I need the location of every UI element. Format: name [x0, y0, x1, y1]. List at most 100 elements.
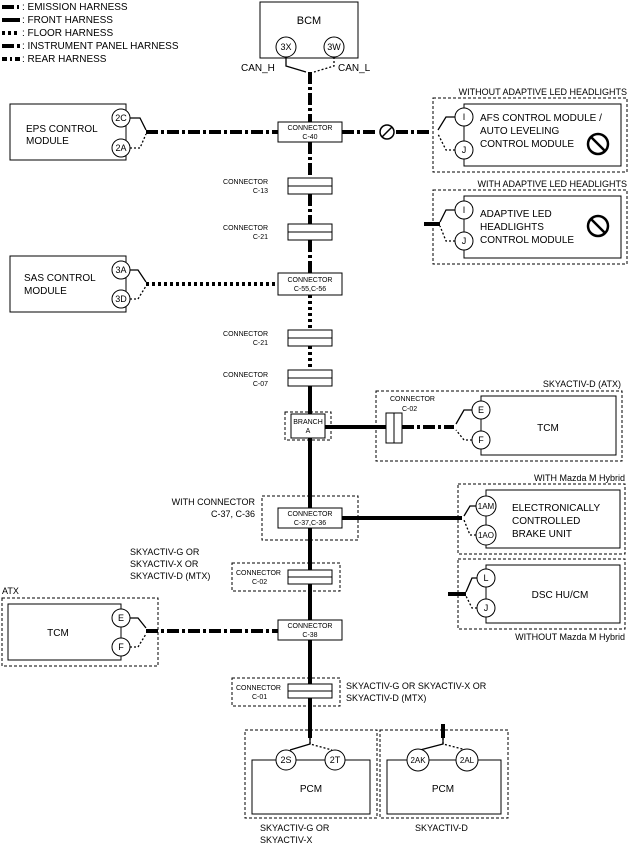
tcm-right-pin-e-label: E — [478, 405, 484, 415]
c55-label-1: CONNECTOR — [288, 277, 333, 284]
pcm2-pin-2ak-label: 2AK — [410, 756, 426, 765]
eps-control-module: EPS CONTROL MODULE 2C 2A — [9, 103, 278, 161]
tcm-right-box — [480, 395, 617, 456]
pcm1-pin-2s — [275, 749, 297, 771]
c21b-label-1: CONNECTOR — [223, 331, 268, 338]
connector-c01: CONNECTOR C-01 SKYACTIV-G OR SKYACTIV-X … — [231, 677, 487, 707]
tcm-right-dashed-frame — [375, 390, 623, 462]
eps-label-2: MODULE — [26, 136, 69, 147]
sas-pin-3a-label: 3A — [115, 265, 126, 275]
c07-label-2: C-07 — [253, 381, 268, 388]
pcm2-condition: SKYACTIV-D — [415, 823, 468, 833]
adaptive-pin-i-label: I — [463, 205, 466, 215]
c02-tcm-label-1: CONNECTOR — [390, 396, 435, 403]
can-l-label: CAN_L — [338, 63, 371, 74]
legend-label-rear: : REAR HARNESS — [22, 54, 107, 65]
c02-condition-3: SKYACTIV-D (MTX) — [130, 571, 210, 581]
afs-label-2: AUTO LEVELING — [480, 126, 560, 137]
tcm-right-label: TCM — [537, 423, 559, 434]
pcm2-pin-2al-label: 2AL — [460, 756, 475, 765]
adaptive-label-2: HEADLIGHTS — [480, 222, 544, 233]
sas-control-module: SAS CONTROL MODULE 3A 3D — [9, 255, 278, 313]
c55-label-2: C-55,C-56 — [294, 286, 326, 293]
legend-label-floor: : FLOOR HARNESS — [22, 28, 113, 39]
pcm-skyactiv-g-x: 2S 2T PCM SKYACTIV-G OR SKYACTIV-X — [244, 729, 378, 845]
c21a-label-1: CONNECTOR — [223, 225, 268, 232]
c40-label-1: CONNECTOR — [288, 125, 333, 132]
adaptive-led-headlights-module: WITH ADAPTIVE LED HEADLIGHTS ADAPTIVE LE… — [424, 179, 628, 265]
pcm2-dashed-frame — [379, 729, 509, 819]
tcm-atx: ATX TCM E F — [1, 586, 278, 667]
c02-condition-1: SKYACTIV-G OR — [130, 547, 200, 557]
afs-condition: WITHOUT ADAPTIVE LED HEADLIGHTS — [459, 87, 627, 97]
c37-label-1: CONNECTOR — [288, 511, 333, 518]
ebu-label-3: BRAKE UNIT — [512, 529, 572, 540]
adaptive-condition: WITH ADAPTIVE LED HEADLIGHTS — [477, 179, 627, 189]
tcm-left-label: TCM — [47, 628, 69, 639]
c01-condition-1: SKYACTIV-G OR SKYACTIV-X OR — [346, 681, 487, 691]
connector-c40: CONNECTOR C-40 — [277, 121, 432, 143]
dsc-box — [485, 564, 621, 624]
afs-label-3: CONTROL MODULE — [480, 139, 574, 150]
prohibited-icon — [586, 132, 610, 156]
not-used-symbol-icon — [379, 124, 395, 140]
adaptive-dashed-frame — [432, 189, 628, 265]
adaptive-label-3: CONTROL MODULE — [480, 235, 574, 246]
eps-label-1: EPS CONTROL — [26, 124, 98, 135]
tcm-right-condition: SKYACTIV-D (ATX) — [543, 379, 621, 389]
c07-label-1: CONNECTOR — [223, 372, 268, 379]
eps-pin-2a-label: 2A — [115, 143, 126, 153]
bcm: BCM 3X 3W CAN_H CAN_L — [241, 1, 371, 74]
can-h-label: CAN_H — [241, 63, 275, 74]
c21a-label-2: C-21 — [253, 234, 268, 241]
electronically-controlled-brake-unit: WITH Mazda M Hybrid ELECTRONICALLY CONTR… — [457, 473, 626, 555]
c02-label-2: C-02 — [252, 579, 267, 586]
c02-condition-2: SKYACTIV-X OR — [130, 559, 199, 569]
c02-label-1: CONNECTOR — [236, 570, 281, 577]
c55-box — [277, 272, 343, 296]
dsc-pin-j-label: J — [484, 603, 489, 613]
pcm1-pin-2s-label: 2S — [280, 755, 291, 765]
c21b-label-2: C-21 — [253, 340, 268, 347]
branch-label-2: A — [306, 428, 311, 435]
connector-c21-upper: CONNECTOR C-21 — [223, 223, 333, 241]
pcm1-pin-2t — [324, 749, 346, 771]
ebu-pin-1am-label: 1AM — [478, 502, 495, 511]
ebu-pin-1ao-label: 1AO — [478, 531, 494, 540]
ebu-condition: WITH Mazda M Hybrid — [534, 473, 625, 483]
connector-c02: SKYACTIV-G OR SKYACTIV-X OR SKYACTIV-D (… — [130, 547, 341, 592]
with-c37-label-1: WITH CONNECTOR — [172, 497, 256, 507]
pcm2-box — [386, 759, 502, 815]
dsc-hu-cm: DSC HU/CM L J WITHOUT Mazda M Hybrid — [448, 558, 626, 642]
tcm-skyactiv-d-atx: SKYACTIV-D (ATX) CONNECTOR C-02 TCM E F — [375, 379, 623, 462]
c01-label-1: CONNECTOR — [236, 685, 281, 692]
c37-label-2: C-37,C-36 — [294, 520, 326, 527]
c38-box — [277, 619, 343, 641]
afs-pin-j-label: J — [462, 145, 467, 155]
legend-label-instrument-panel: : INSTRUMENT PANEL HARNESS — [22, 41, 179, 52]
bcm-label: BCM — [297, 15, 321, 27]
pcm2-label: PCM — [432, 784, 454, 795]
tcm-left-box — [7, 603, 122, 661]
c01-condition-2: SKYACTIV-D (MTX) — [346, 693, 426, 703]
c13-label-2: C-13 — [253, 188, 268, 195]
pcm1-condition-2: SKYACTIV-X — [260, 835, 312, 845]
dsc-condition: WITHOUT Mazda M Hybrid — [515, 632, 625, 642]
sas-label-1: SAS CONTROL — [24, 273, 96, 284]
dsc-pin-l-label: L — [483, 573, 488, 583]
connector-c37-c36: WITH CONNECTOR C-37, C-36 CONNECTOR C-37… — [172, 495, 462, 541]
adaptive-pin-j-label: J — [462, 236, 467, 246]
dsc-dashed-frame — [457, 558, 626, 630]
legend-label-emission: : EMISSION HARNESS — [22, 2, 128, 13]
afs-label-1: AFS CONTROL MODULE / — [480, 113, 602, 124]
branch-box — [290, 413, 326, 439]
tcm-right-pin-f-label: F — [478, 435, 484, 445]
pcm1-pin-2t-label: 2T — [330, 755, 341, 765]
branch-label-1: BRANCH — [293, 419, 323, 426]
c38-label-1: CONNECTOR — [288, 623, 333, 630]
connector-c07: CONNECTOR C-07 — [223, 369, 333, 388]
bcm-pin-canl-label: 3W — [327, 42, 341, 52]
afs-control-module: WITHOUT ADAPTIVE LED HEADLIGHTS AFS CONT… — [432, 87, 628, 173]
pcm2-pin-2ak — [406, 748, 430, 772]
